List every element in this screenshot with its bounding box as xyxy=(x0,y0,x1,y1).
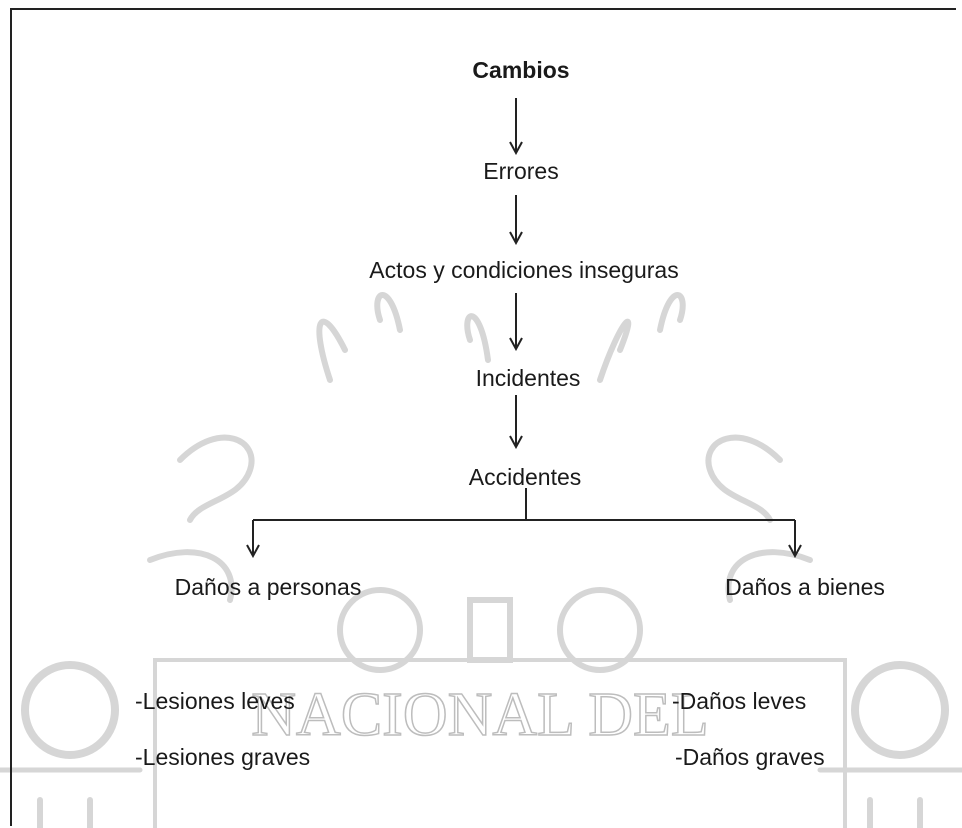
list-item-danos-leves: -Daños leves xyxy=(672,688,807,714)
node-accidentes: Accidentes xyxy=(468,464,582,490)
list-item-danos-graves: -Daños graves xyxy=(675,744,825,770)
node-actos: Actos y condiciones inseguras xyxy=(369,257,679,283)
node-incidentes: Incidentes xyxy=(475,365,581,391)
list-item-lesiones-leves: -Lesiones leves xyxy=(135,688,295,714)
list-item-lesiones-graves: -Lesiones graves xyxy=(135,744,311,770)
watermark-text: NACIONAL DEL xyxy=(251,681,708,749)
diagram-frame xyxy=(10,8,956,826)
node-errores: Errores xyxy=(483,158,559,184)
node-danos-bienes: Daños a bienes xyxy=(725,574,885,600)
node-danos-personas: Daños a personas xyxy=(174,574,362,600)
node-cambios: Cambios xyxy=(472,57,570,83)
